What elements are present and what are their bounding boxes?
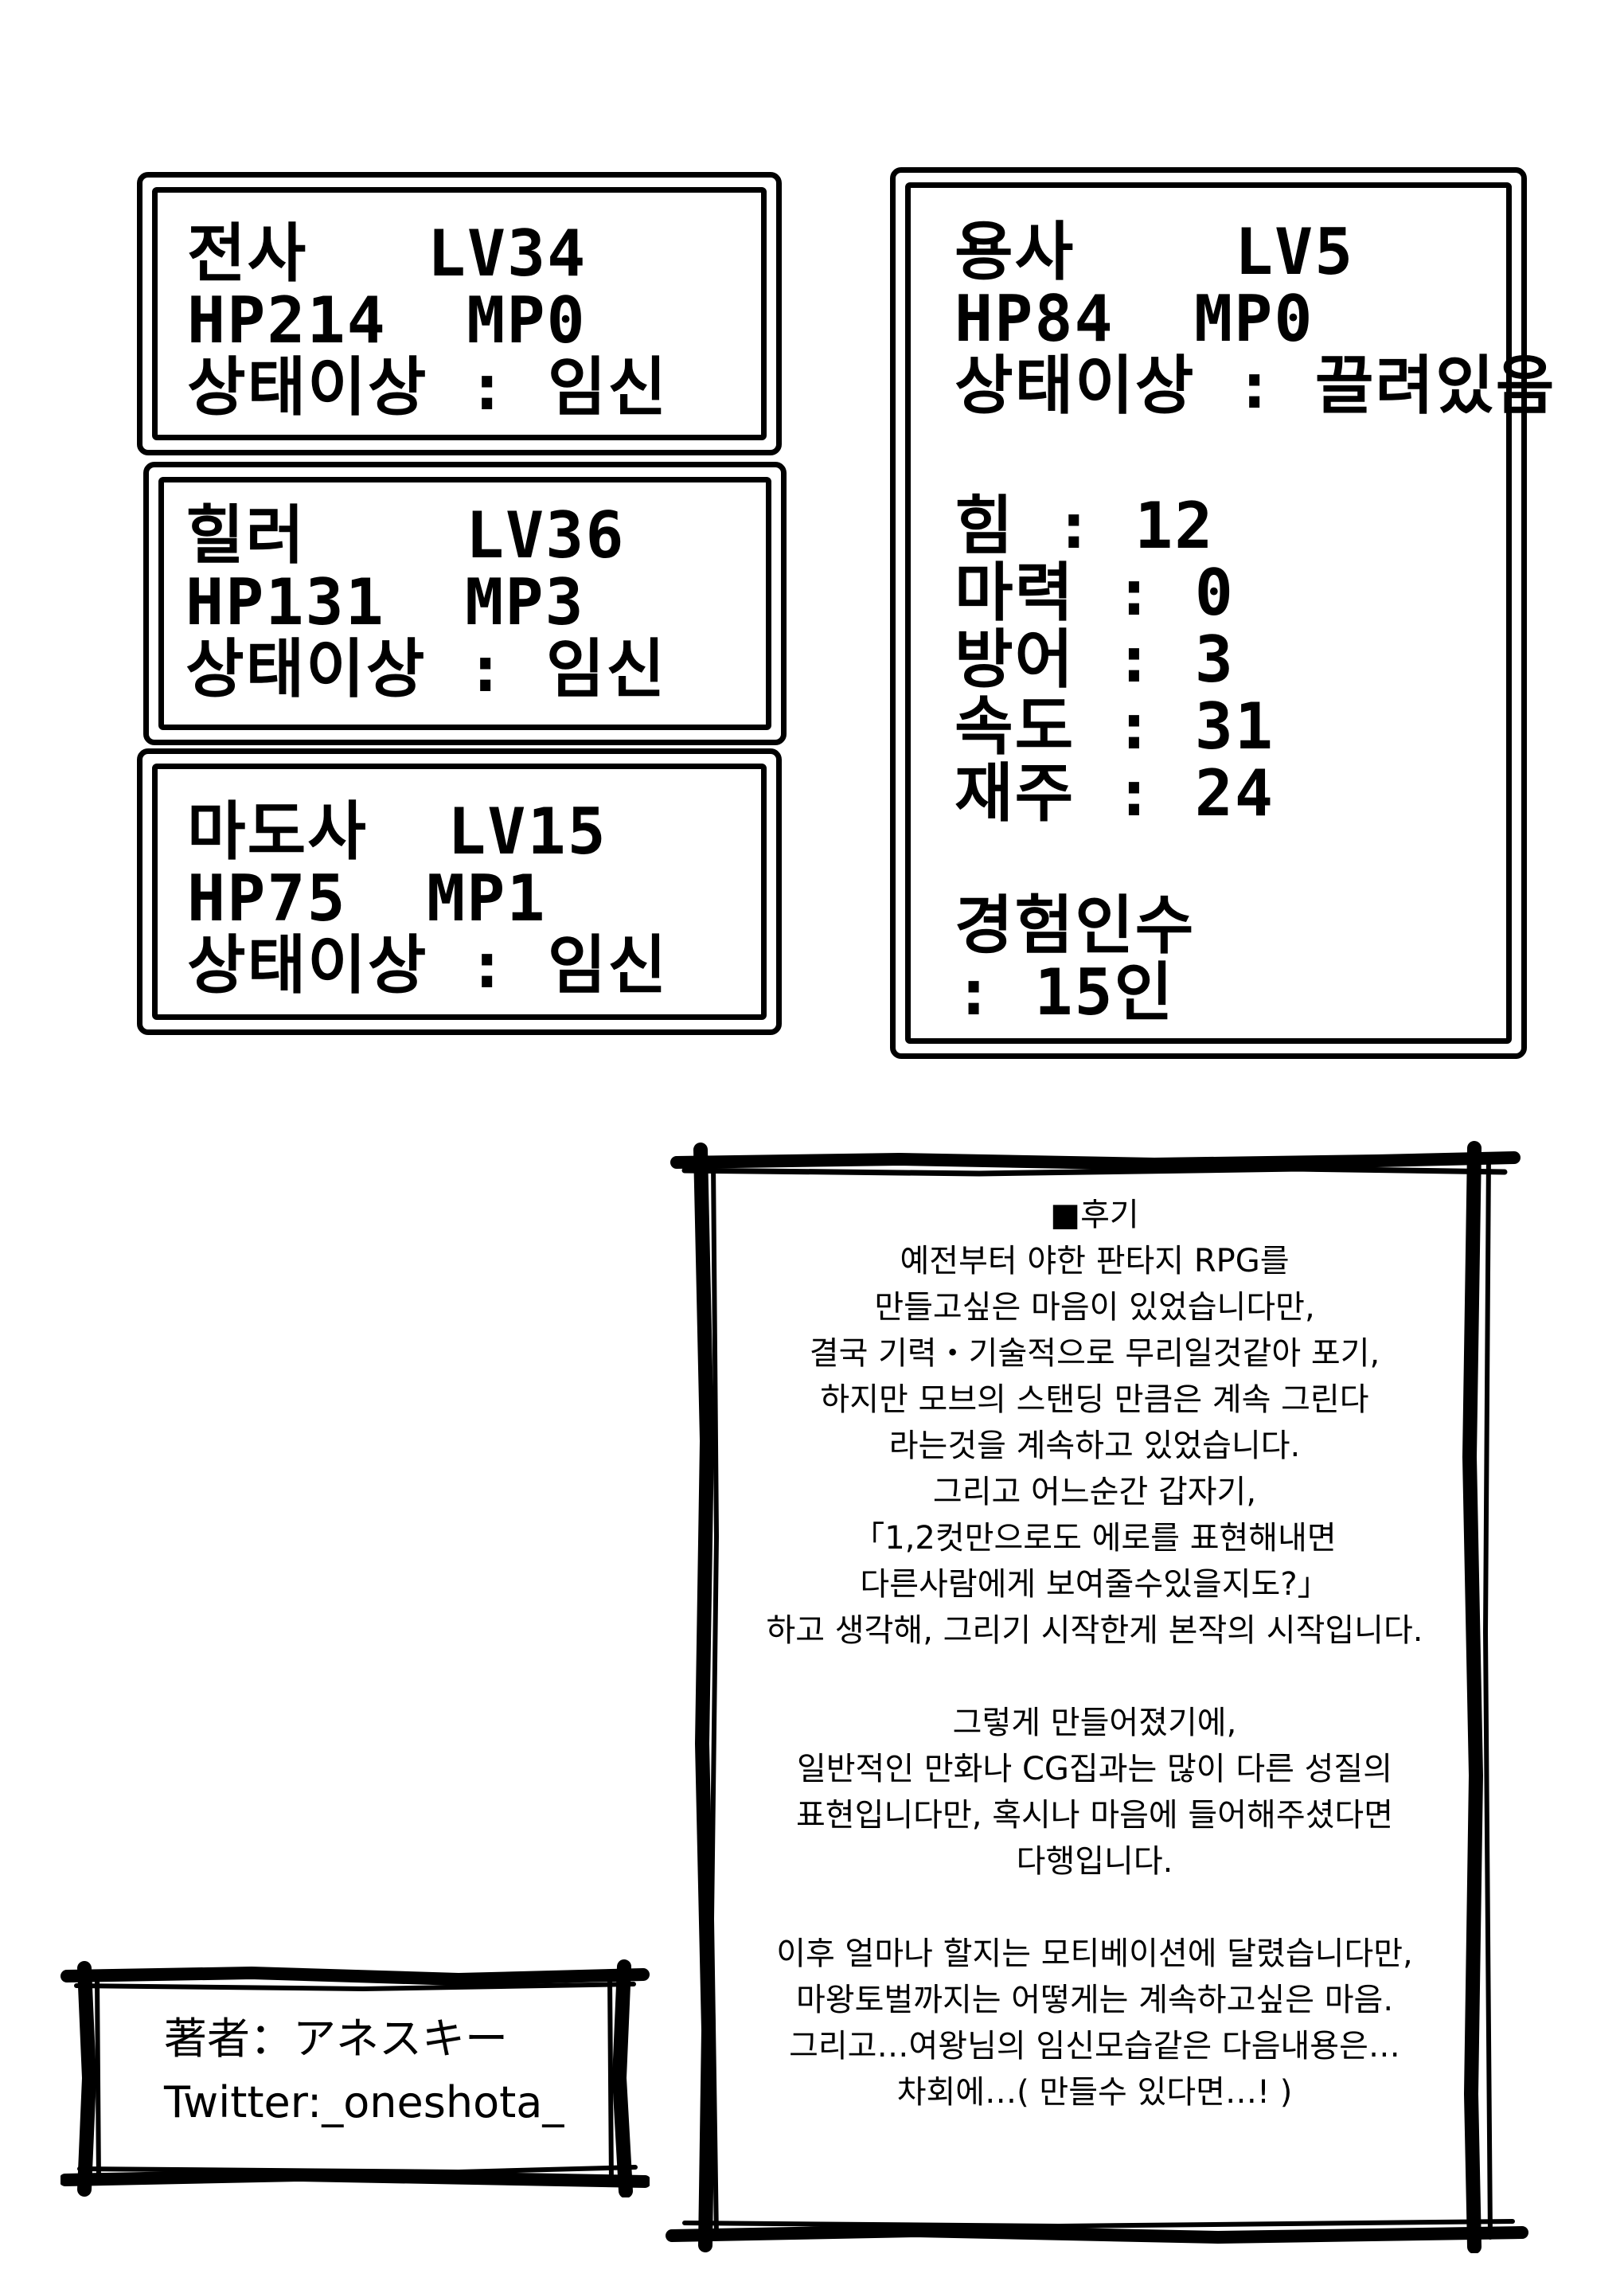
afterword-panel: ■후기 예전부터 야한 판타지 RPG를 만들고싶은 마음이 있었습니다만, 결…: [661, 1139, 1528, 2253]
afterword-line: 차회에…( 만들수 있다면…! ): [896, 2074, 1293, 2111]
hero-stat-defense: 방어 : 3: [954, 623, 1235, 697]
afterword-line: 결국 기력・기술적으로 무리일것같아 포기,: [809, 1335, 1380, 1372]
afterword-line: 만들고싶은 마음이 있었습니다만,: [874, 1289, 1315, 1326]
afterword-line: ■후기: [1050, 1197, 1139, 1233]
mage-hp-mp: HP75 MP1: [187, 861, 547, 936]
hero-exp-label: 경험인수: [954, 889, 1196, 963]
mage-status-window: 마도사 LV15 HP75 MP1 상태이상 : 임신: [137, 748, 782, 1035]
hero-stat-magic: 마력 : 0: [954, 556, 1235, 630]
afterword-line: 하고 생각해, 그리기 시작한게 본작의 시작입니다.: [766, 1612, 1423, 1649]
warrior-status-window: 전사 LV34 HP214 MP0 상태이상 : 임신: [137, 172, 782, 455]
credits-panel: 著者：アネスキー Twitter:_oneshota_: [61, 1959, 650, 2197]
hero-stat-dexterity: 재주 : 24: [954, 756, 1275, 830]
healer-hp-mp: HP131 MP3: [185, 565, 585, 639]
warrior-hp-mp: HP214 MP0: [187, 283, 587, 357]
afterword-line: 마왕토벌까지는 어떻게는 계속하고싶은 마음.: [795, 1982, 1394, 2018]
author-credit: 著者：アネスキー: [164, 2014, 508, 2064]
mage-name-level: 마도사 LV15: [187, 795, 607, 869]
hero-hp-mp: HP84 MP0: [954, 282, 1314, 356]
hero-name-level: 용사 LV5: [954, 215, 1355, 289]
afterword-line: 라는것을 계속하고 있었습니다.: [888, 1428, 1301, 1464]
healer-status-window-inner-frame: [158, 477, 771, 730]
warrior-status-ailment: 상태이상 : 임신: [187, 350, 669, 424]
mage-status-ailment: 상태이상 : 임신: [187, 928, 669, 1002]
afterword-line: 예전부터 야한 판타지 RPG를: [900, 1243, 1290, 1279]
healer-name-level: 힐러 LV36: [185, 498, 626, 572]
hero-status-window-inner-frame: [905, 182, 1512, 1044]
afterword-line: 하지만 모브의 스탠딩 만큼은 계속 그린다: [820, 1381, 1369, 1418]
mage-status-window-inner-frame: [152, 764, 767, 1020]
afterword-line: 그리고…여왕님의 임신모습같은 다음내용은…: [789, 2028, 1400, 2064]
healer-status-ailment: 상태이상 : 임신: [185, 632, 667, 706]
hero-status-window: 용사 LV5 HP84 MP0 상태이상 : 끌려있음 힘 : 12 마력 : …: [890, 167, 1554, 1059]
afterword-line: 그렇게 만들어졌기에,: [952, 1705, 1237, 1741]
afterword-line: 다행입니다.: [1016, 1843, 1173, 1880]
warrior-name-level: 전사 LV34: [187, 217, 588, 291]
healer-status-window: 힐러 LV36 HP131 MP3 상태이상 : 임신: [143, 462, 787, 745]
afterword-line: 「1,2컷만으로도 에로를 표현해내면: [853, 1520, 1337, 1557]
hero-stat-speed: 속도 : 31: [954, 689, 1275, 764]
afterword-line: 그리고 어느순간 갑자기,: [932, 1474, 1257, 1510]
afterword-line: 다른사람에게 보여줄수있을지도?」: [860, 1566, 1329, 1603]
hero-status-ailment: 상태이상 : 끌려있음: [954, 349, 1556, 423]
afterword-brush-frame: [666, 1141, 1528, 2253]
warrior-status-window-inner-frame: [152, 187, 767, 440]
afterword-line: 표현입니다만, 혹시나 마음에 들어해주셨다면: [795, 1797, 1394, 1834]
afterword-line: 이후 얼마나 할지는 모티베이션에 달렸습니다만,: [776, 1936, 1413, 1972]
hero-exp-value: : 15인: [954, 955, 1175, 1029]
afterword-line: 일반적인 만화나 CG집과는 많이 다른 성질의: [796, 1751, 1393, 1787]
hero-stat-strength: 힘 : 12: [954, 489, 1215, 563]
twitter-handle: Twitter:_oneshota_: [164, 2077, 564, 2127]
credits-brush-frame: [61, 1959, 650, 2197]
